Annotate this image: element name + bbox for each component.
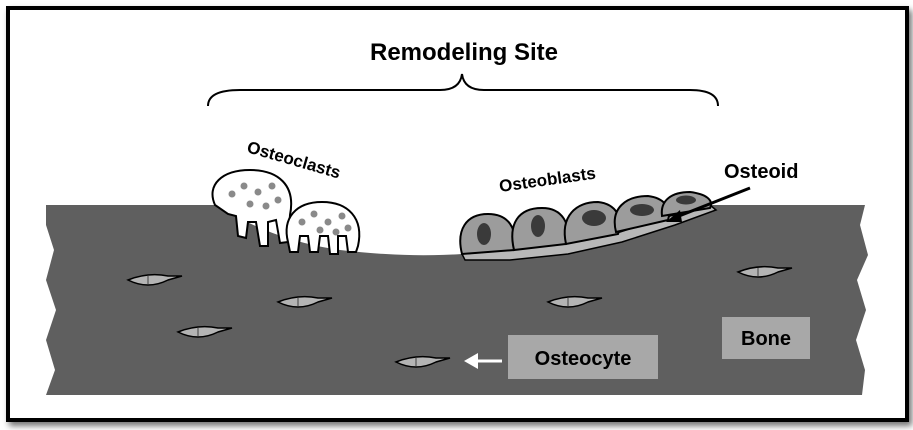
osteoblast-cell-2 bbox=[511, 206, 569, 252]
osteocyte-label: Osteocyte bbox=[535, 348, 632, 370]
osteoblast-cell-1 bbox=[459, 212, 516, 256]
osteoblast-cell-5 bbox=[660, 190, 712, 218]
osteocyte-cell bbox=[546, 295, 603, 308]
diagram-frame: Remodeling Site Osteoclasts bbox=[6, 6, 909, 422]
osteoclast-cell-left bbox=[211, 168, 293, 247]
osteoid-arrow bbox=[666, 186, 751, 222]
remodeling-diagram: Remodeling Site Osteoclasts bbox=[46, 39, 868, 395]
osteocyte-cell bbox=[276, 295, 333, 308]
osteocyte-cell bbox=[176, 325, 233, 338]
osteocyte-label-box bbox=[508, 335, 658, 379]
bone-label-box bbox=[722, 317, 810, 359]
osteoblast-cell-4 bbox=[613, 194, 670, 234]
remodeling-brace bbox=[207, 73, 719, 107]
osteoclast-cell-right bbox=[285, 200, 361, 255]
osteocyte-arrow bbox=[464, 353, 502, 369]
osteocyte-cell bbox=[736, 265, 793, 278]
osteoid-label: Osteoid bbox=[724, 161, 798, 183]
diagram-title: Remodeling Site bbox=[370, 39, 558, 66]
osteocyte-cell bbox=[126, 273, 183, 286]
osteoblasts-label: Osteoblasts bbox=[498, 164, 597, 196]
bone-label: Bone bbox=[741, 328, 791, 350]
osteocyte-cell-indicated bbox=[394, 355, 451, 368]
bone-slab bbox=[46, 205, 868, 395]
